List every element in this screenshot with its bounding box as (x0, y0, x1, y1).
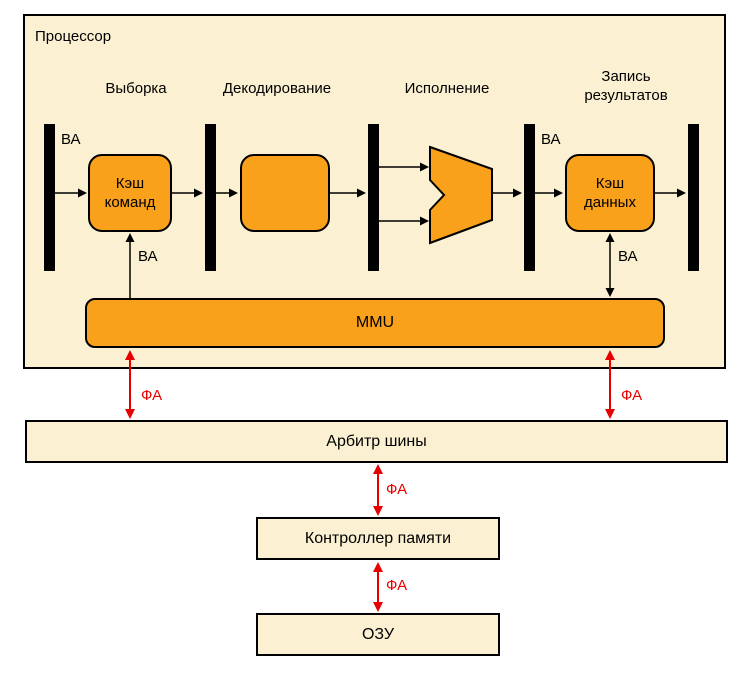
va-label-fetch: ВА (61, 131, 81, 148)
pipeline-register-1 (44, 124, 55, 271)
data-cache-block: Кэш данных (565, 154, 655, 232)
mmu-block: MMU (85, 298, 665, 348)
va-label-writeback: ВА (541, 131, 561, 148)
bus-arbiter-block: Арбитр шины (25, 420, 728, 463)
pa-label-controller-ram: ФА (386, 577, 408, 594)
stage-label-writeback: Запись результатов (584, 68, 668, 104)
processor-title: Процессор (35, 28, 112, 45)
pipeline-register-4 (524, 124, 535, 271)
red-arrows (125, 350, 615, 612)
stage-label-execute: Исполнение (404, 80, 490, 97)
decode-block (240, 154, 330, 232)
pipeline-register-3 (368, 124, 379, 271)
instruction-cache-block: Кэш команд (88, 154, 172, 232)
memory-controller-block: Контроллер памяти (256, 517, 500, 560)
pipeline-register-5 (688, 124, 699, 271)
pipeline-register-2 (205, 124, 216, 271)
stage-label-fetch: Выборка (105, 80, 167, 97)
va-label-icache-mmu: ВА (138, 248, 158, 265)
ram-block: ОЗУ (256, 613, 500, 656)
pa-label-left: ФА (141, 387, 163, 404)
stage-label-decode: Декодирование (222, 80, 332, 97)
pa-label-arbiter-controller: ФА (386, 481, 408, 498)
pa-label-right: ФА (621, 387, 643, 404)
va-label-dcache-mmu: ВА (618, 248, 638, 265)
